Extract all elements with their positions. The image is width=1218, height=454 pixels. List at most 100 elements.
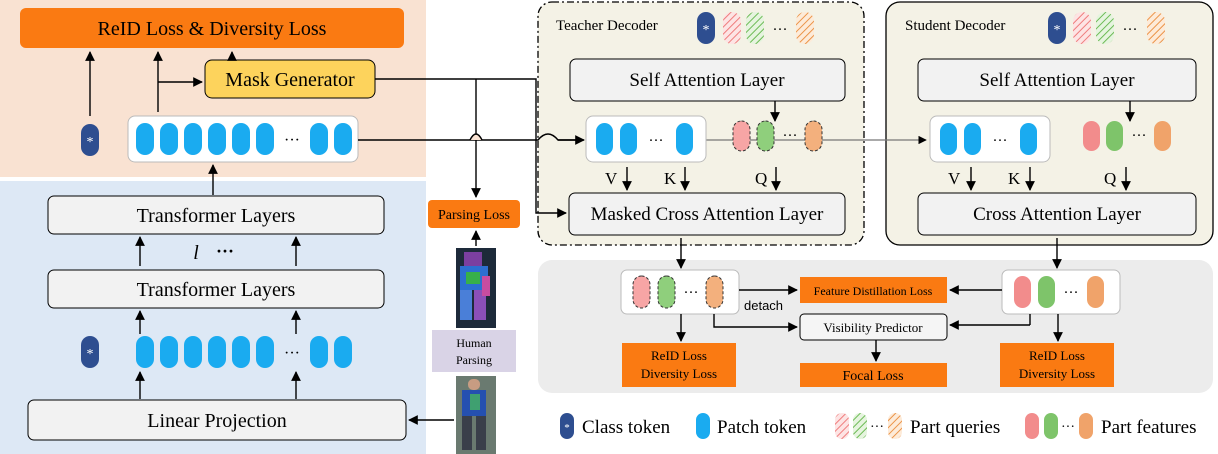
student-patch-row [929, 115, 1051, 163]
legend-part-feature-red [1025, 413, 1039, 439]
parsing-loss-box [428, 200, 520, 228]
teacher-q-label: Q [755, 169, 767, 188]
linear-projection-box [27, 399, 407, 441]
teacher-class-token [697, 12, 715, 44]
teacher-self-attention-box [569, 58, 846, 102]
patch-ellipsis-upper: ··· [284, 132, 300, 149]
detach-label: detach [744, 298, 783, 313]
legend-part-query-red [835, 413, 849, 439]
student-query-ellipsis: ··· [1123, 22, 1138, 38]
transformer-layers-upper [47, 195, 385, 235]
legend-patch-token-label: Patch token [717, 417, 807, 438]
student-query-red [1073, 12, 1091, 44]
legend-part-query-orange [888, 413, 902, 439]
reid-diversity-loss-box [20, 8, 404, 48]
legend-part-feature-orange [1079, 413, 1093, 439]
student-k-label: K [1008, 169, 1021, 188]
focal-loss-label: Focal Loss [842, 369, 903, 384]
teacher-query-ellipsis: ··· [773, 22, 788, 38]
class-token-upper [81, 124, 99, 156]
visibility-predictor-label: Visibility Predictor [823, 320, 923, 335]
student-class-token-glyph: * [1054, 23, 1061, 38]
student-part-queries [1083, 121, 1171, 151]
legend-part-features-label: Part features [1101, 417, 1196, 438]
student-part-features [1014, 276, 1104, 308]
teacher-cross-attention-box [568, 192, 846, 236]
student-queries-ellipsis: ··· [1132, 128, 1147, 144]
transformer-layers-lower-label: Transformer Layers [137, 279, 296, 301]
human-parsing-label-2: Parsing [456, 353, 492, 367]
teacher-part-queries [732, 120, 823, 152]
connector-patch-to-teacher [358, 133, 582, 141]
legend-class-token-label: Class token [582, 417, 671, 438]
teacher-reid-loss-label: ReID Loss [651, 348, 707, 363]
teacher-query-red [723, 12, 741, 44]
class-token-lower [81, 336, 99, 368]
student-features-ellipsis: ··· [1064, 285, 1079, 301]
legend-class-token-icon [560, 413, 574, 439]
student-self-attention-label: Self Attention Layer [979, 70, 1135, 91]
reid-diversity-loss-label: ReID Loss & Diversity Loss [98, 18, 327, 40]
student-q-label: Q [1104, 169, 1116, 188]
legend-patch-token-icon [696, 413, 710, 439]
patch-tokens-upper [136, 123, 352, 155]
transformer-layers-upper-label: Transformer Layers [137, 205, 296, 227]
student-reid-loss-box [1000, 343, 1114, 387]
parsing-loss-label: Parsing Loss [438, 208, 510, 223]
teacher-class-token-glyph: * [703, 23, 710, 38]
teacher-decoder-title: Teacher Decoder [556, 18, 658, 34]
feature-distillation-loss-box [800, 277, 947, 303]
student-reid-loss-label: ReID Loss [1029, 348, 1085, 363]
legend-part-query-ellipsis: ··· [870, 420, 884, 435]
student-patch-tokens [940, 123, 1037, 155]
visibility-predictor-box [799, 313, 948, 341]
teacher-patch-tokens [596, 123, 693, 155]
teacher-diversity-loss-label: Diversity Loss [641, 366, 717, 381]
teacher-patch-ellipsis: ··· [649, 133, 664, 149]
student-query-orange [1147, 12, 1165, 44]
human-parsing-box [432, 330, 516, 372]
transformer-layers-lower [47, 269, 385, 309]
student-cross-attention-box [917, 192, 1197, 236]
focal-loss-box [800, 363, 947, 387]
teacher-cross-attention-label: Masked Cross Attention Layer [591, 204, 824, 225]
teacher-query-green [746, 12, 764, 44]
repeat-dots: ··· [216, 241, 234, 261]
teacher-query-orange [796, 12, 814, 44]
repeat-l: l [193, 242, 199, 264]
teacher-features-ellipsis: ··· [684, 285, 699, 301]
student-diversity-loss-label: Diversity Loss [1019, 366, 1095, 381]
legend: * Class token Patch token ··· Part queri… [560, 413, 1196, 439]
connector-maskgen [375, 78, 567, 218]
connector-patch-hop [469, 133, 483, 141]
student-query-green [1096, 12, 1114, 44]
legend-part-feature-ellipsis: ··· [1061, 420, 1075, 435]
mask-generator-label: Mask Generator [225, 69, 355, 91]
teacher-patch-row [585, 115, 707, 163]
student-self-attention-box [917, 58, 1197, 102]
student-decoder-title: Student Decoder [905, 18, 1005, 34]
legend-part-queries-label: Part queries [910, 417, 1000, 438]
student-cross-attention-label: Cross Attention Layer [973, 204, 1141, 225]
person-image [456, 376, 496, 454]
linear-projection-label: Linear Projection [147, 410, 286, 432]
teacher-v-label: V [605, 169, 618, 188]
teacher-part-features [632, 275, 724, 309]
student-v-label: V [948, 169, 961, 188]
arrow-teacher-to-visibility [713, 314, 798, 332]
feature-distillation-loss-label: Feature Distillation Loss [814, 284, 933, 298]
teacher-k-label: K [664, 169, 677, 188]
student-class-token [1048, 12, 1066, 44]
student-patch-ellipsis: ··· [993, 133, 1008, 149]
legend-part-query-green [853, 413, 867, 439]
parsing-map-image [456, 248, 496, 328]
teacher-queries-ellipsis: ··· [783, 128, 798, 144]
class-token-lower-glyph: * [87, 347, 94, 362]
teacher-reid-loss-box [622, 343, 736, 387]
legend-class-token-glyph: * [564, 422, 570, 434]
human-parsing-label-1: Human [456, 336, 491, 350]
patch-tokens-lower [136, 336, 352, 368]
legend-part-feature-green [1044, 413, 1058, 439]
teacher-self-attention-label: Self Attention Layer [629, 70, 785, 91]
